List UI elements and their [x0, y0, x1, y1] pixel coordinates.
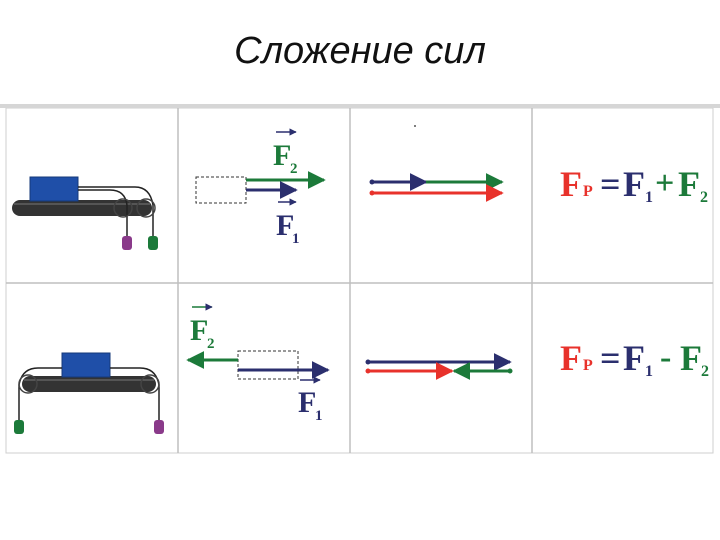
formula-lhs-sub: P	[583, 357, 593, 374]
label-f1-sub: 1	[292, 231, 300, 247]
formula-a: F	[623, 338, 645, 378]
formula-eq: =	[600, 164, 621, 204]
formula-eq: =	[600, 338, 621, 378]
formula-lhs: F	[560, 338, 582, 378]
table-frame	[5, 107, 714, 454]
label-f1: F	[276, 209, 294, 242]
formula-row2: F P = F 1 - F 2	[560, 338, 709, 380]
formula-b: F	[678, 164, 700, 204]
body-outline	[237, 350, 299, 380]
formula-a: F	[623, 164, 645, 204]
thread	[78, 186, 154, 236]
page-title: Сложение сил	[234, 30, 486, 72]
formula-a-sub: 1	[645, 363, 653, 380]
formula-b: F	[680, 338, 702, 378]
table-board	[12, 200, 152, 216]
formula-row1: F P = F 1 + F 2	[560, 164, 708, 206]
vector-diagram-row2: F 2 F 1	[186, 303, 330, 424]
weight	[14, 420, 24, 434]
label-f2: F	[190, 314, 208, 347]
table-board	[22, 376, 156, 392]
pulley	[113, 198, 133, 218]
label-f1-sub: 1	[315, 408, 323, 424]
formula-op: +	[655, 165, 674, 202]
formula-lhs: F	[560, 164, 582, 204]
apparatus-row1	[12, 176, 158, 250]
cart-block	[29, 176, 79, 202]
pulley	[18, 374, 38, 394]
dot	[414, 125, 416, 127]
apparatus-row2	[14, 352, 164, 434]
formula-b-sub: 2	[701, 363, 709, 380]
weight	[154, 420, 164, 434]
cart-block	[61, 352, 111, 378]
formula-a-sub: 1	[645, 189, 653, 206]
formula-lhs-sub: P	[583, 183, 593, 200]
pulley	[136, 198, 156, 218]
label-f2: F	[273, 139, 291, 172]
label-f2-sub: 2	[207, 336, 215, 352]
formula-b-sub: 2	[700, 189, 708, 206]
label-f2-sub: 2	[290, 161, 298, 177]
formula-op: -	[660, 339, 671, 376]
vector-diagram-row1: F 2 F 1	[195, 128, 326, 247]
resultant-row1	[369, 125, 504, 202]
pulley	[140, 374, 160, 394]
weight	[122, 236, 132, 250]
weight	[148, 236, 158, 250]
resultant-row2	[365, 353, 513, 380]
body-outline	[195, 176, 247, 204]
thread	[78, 189, 128, 236]
label-f1: F	[298, 386, 316, 419]
